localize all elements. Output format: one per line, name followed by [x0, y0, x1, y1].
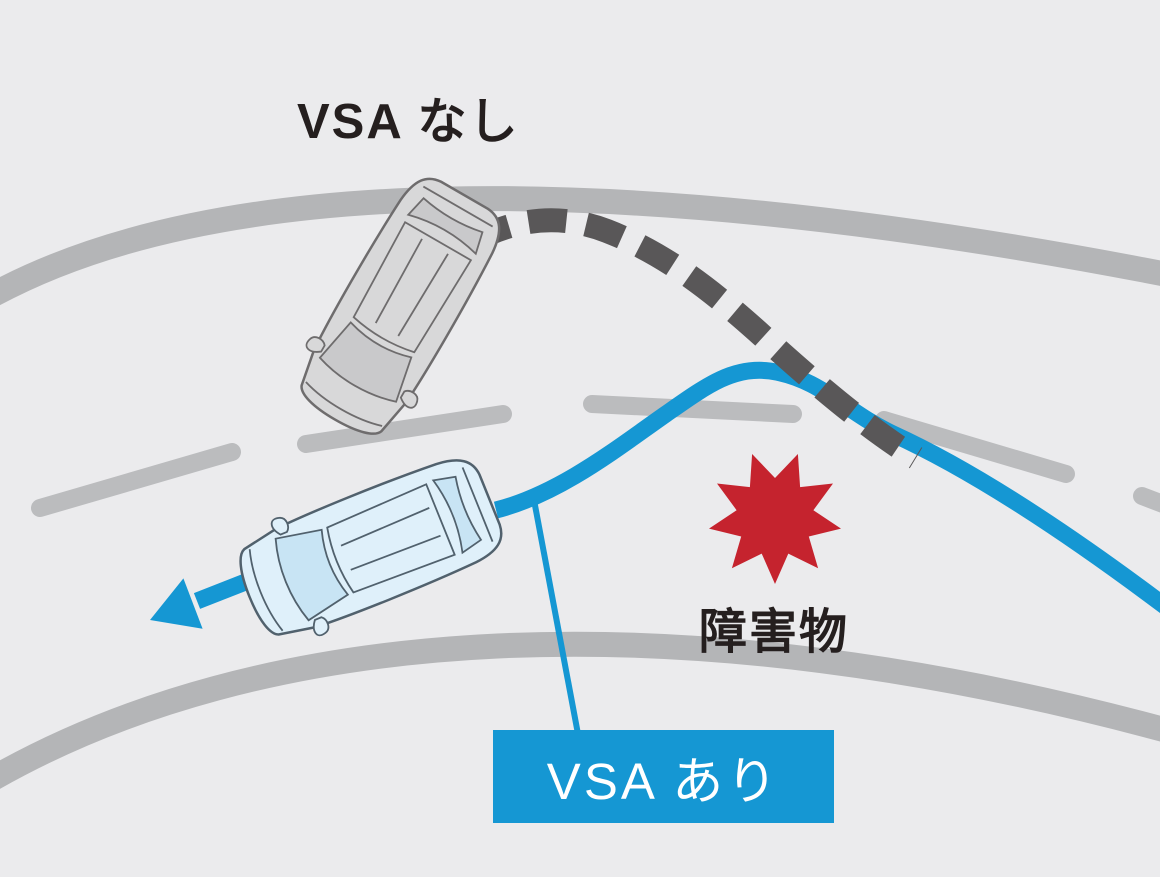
vsa-arrow-head-icon [150, 578, 203, 629]
without-vsa-label: VSA なし [297, 95, 520, 149]
lane-marking-dash [1133, 487, 1160, 513]
obstacle-label: 障害物 [699, 606, 850, 659]
lane-marking-dash [297, 405, 512, 453]
skid-trajectory-path [468, 208, 923, 469]
road-outer-edge [0, 186, 1160, 306]
with-vsa-label: VSA あり [546, 752, 781, 810]
lane-marking-dash [583, 395, 802, 423]
road-inner-edge [0, 631, 1160, 789]
lane-marking-dash [31, 443, 241, 517]
obstacle-starburst-icon [709, 454, 841, 584]
with-vsa-label-box: VSA あり [493, 730, 834, 823]
lane-marking-dash [875, 411, 1075, 483]
car-with-vsa [226, 441, 514, 655]
leader-line [531, 499, 581, 735]
